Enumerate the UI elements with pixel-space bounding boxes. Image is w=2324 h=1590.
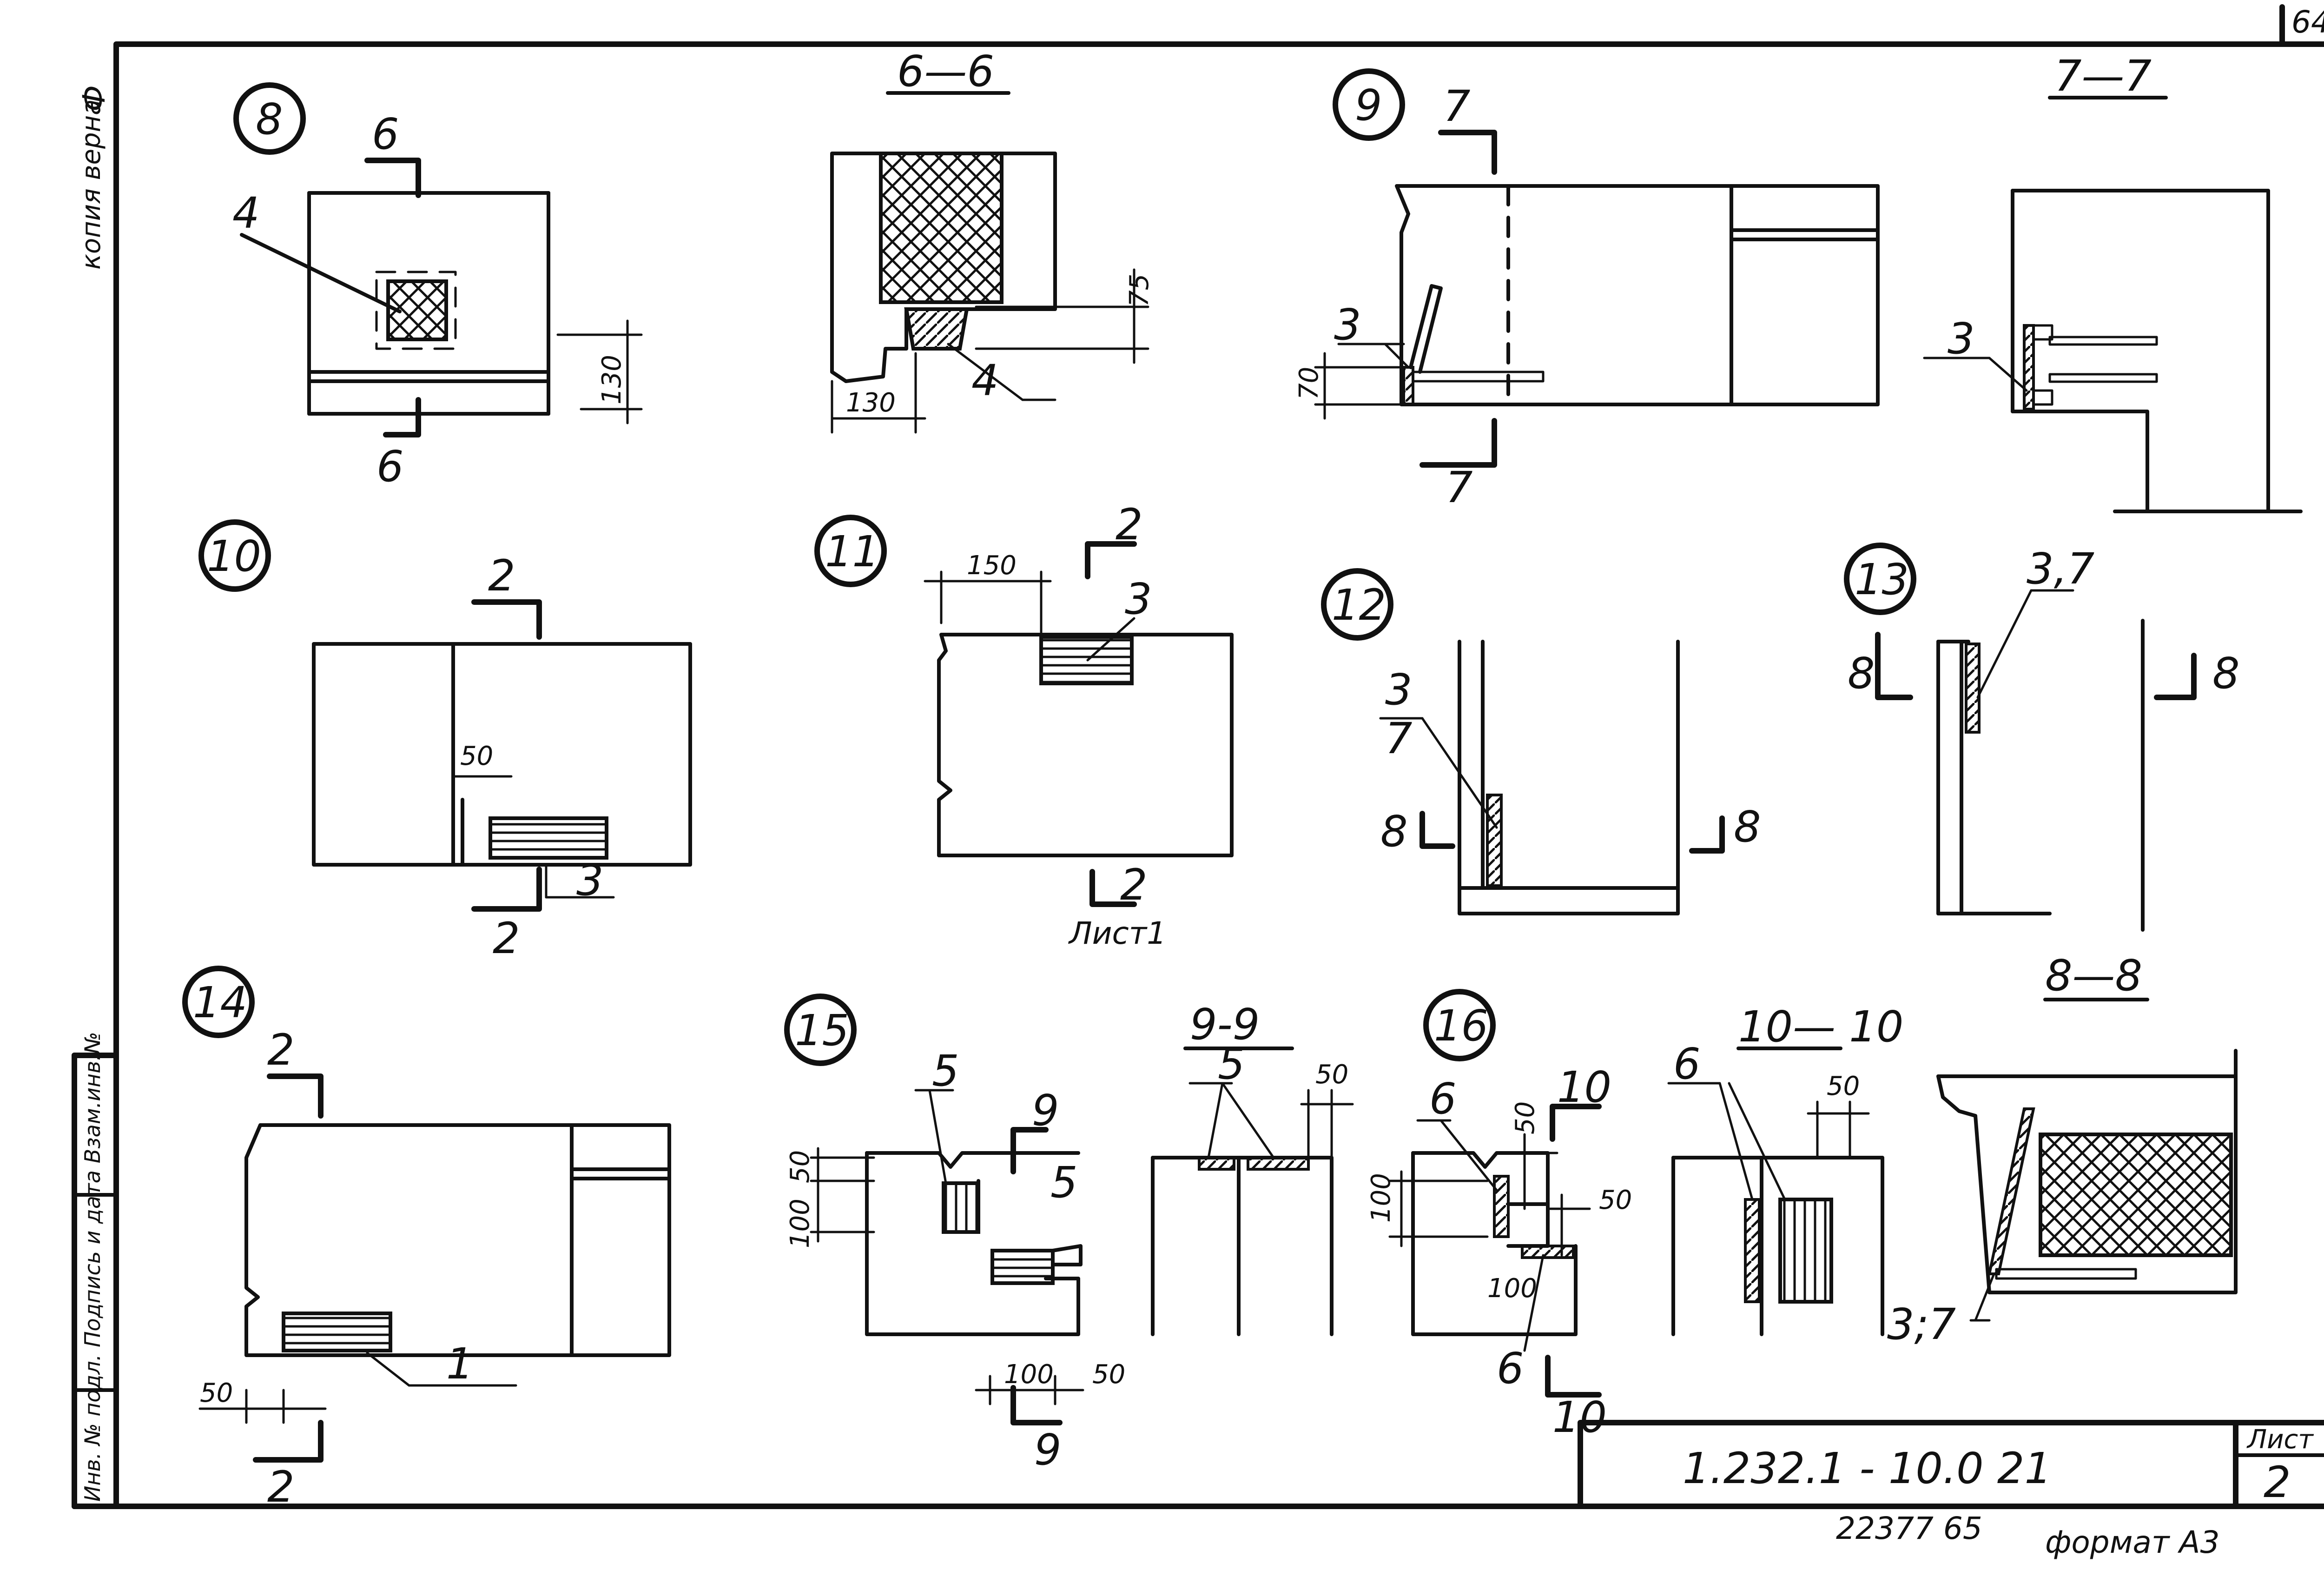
node-10-callout: 3 (576, 855, 604, 905)
section-6-6-title: 6—6 (897, 46, 994, 96)
node-15-cut-top: 9 (1032, 1086, 1059, 1135)
section-9-9-title: 9-9 (1190, 1000, 1260, 1049)
section-6-6-dim-v: 75 (1124, 274, 1155, 307)
node-8-number: 8 (256, 94, 283, 144)
node-14-callout: 1 (446, 1339, 474, 1389)
node-16-dim-a: 50 (1510, 1101, 1540, 1134)
node-16-cut-bottom: 10 (1552, 1392, 1607, 1442)
page-number: 64 (2291, 4, 2324, 40)
node-11-callout: 3 (1125, 574, 1152, 624)
node-15-dim-a: 50 (785, 1150, 815, 1183)
node-16-callout-b: 6 (1497, 1344, 1524, 1393)
node-10-dim: 50 (460, 741, 493, 771)
node-11-dim: 150 (967, 550, 1017, 581)
node-9-callout: 3 (1334, 300, 1361, 350)
node-12-drawing (1321, 568, 1725, 915)
node-12-cut-right: 8 (1734, 802, 1761, 852)
node-11-number: 11 (825, 527, 879, 576)
node-15-number: 15 (795, 1006, 849, 1055)
copy-stamp-initials: Ф (76, 85, 112, 112)
sheet-number: 2 (2264, 1458, 2291, 1507)
section-9-9-dim: 50 (1315, 1060, 1348, 1090)
node-15-cut-bottom: 9 (1034, 1425, 1062, 1475)
node-16-number: 16 (1434, 1001, 1488, 1051)
node-8-callout: 4 (232, 188, 260, 238)
node-16-cut-top: 10 (1557, 1062, 1611, 1112)
sheet-frame (72, 4, 2324, 1509)
node-8-cut-top: 6 (372, 109, 399, 159)
node-10-cut-top: 2 (488, 551, 515, 601)
node-13-cut-right: 8 (2212, 649, 2240, 698)
node-10-drawing (198, 519, 692, 912)
section-8-8-title: 8—8 (2045, 951, 2142, 1000)
section-10-10-title: 10— 10 (1738, 1002, 1903, 1052)
node-8-dim: 130 (597, 355, 627, 404)
section-6-6-dim-h: 130 (846, 388, 896, 418)
node-13-drawing (1844, 543, 2197, 932)
node-14-number: 14 (193, 978, 247, 1027)
node-8-cut-bottom: 6 (376, 442, 404, 491)
copy-stamp: копия верна (76, 99, 106, 270)
node-15-dim-c: 100 (1004, 1359, 1054, 1390)
section-10-10-drawing (1667, 1047, 1884, 1336)
node-13-callout: 3,7 (2027, 544, 2094, 594)
node-16-dim-b: 100 (1366, 1173, 1396, 1223)
node-13-cut-left: 8 (1848, 649, 1875, 698)
node-15-drawing (784, 994, 1084, 1425)
node-16-dim-d: 100 (1487, 1273, 1537, 1304)
node-9-cut-top: 7 (1443, 81, 1471, 131)
section-7-7-callout: 3 (1948, 314, 1975, 364)
node-15-callout-b: 5 (1050, 1158, 1078, 1207)
section-8-8-drawing (1936, 998, 2238, 1322)
node-12-callout-b: 7 (1385, 714, 1413, 763)
section-6-6-callout: 4 (971, 356, 999, 405)
node-9-cut-bottom: 7 (1446, 463, 1473, 512)
footer-numbers: 22377 65 (1836, 1510, 1982, 1546)
node-11-cut-top: 2 (1116, 500, 1143, 550)
node-16-drawing (1388, 989, 1602, 1398)
node-11-cut-bottom: 2 (1120, 860, 1148, 910)
node-12-callout-a: 3 (1385, 665, 1413, 715)
sheet-label: Лист (2246, 1424, 2314, 1455)
node-8-drawing (233, 82, 643, 437)
node-9-drawing (1314, 68, 1880, 468)
node-10-number: 10 (207, 531, 261, 581)
node-16-callout-a: 6 (1429, 1074, 1457, 1124)
node-9-number: 9 (1355, 80, 1382, 130)
format-label: формат А3 (2045, 1524, 2220, 1560)
node-13-number: 13 (1855, 555, 1909, 604)
node-10-cut-bottom: 2 (493, 914, 520, 963)
node-14-cut-top: 2 (267, 1025, 295, 1075)
section-8-8-callout: 3;7 (1887, 1299, 1956, 1349)
section-9-9-drawing (1151, 1047, 1354, 1336)
node-15-dim-b: 100 (785, 1199, 815, 1248)
section-9-9-callout: 5 (1218, 1039, 1245, 1089)
node-14-drawing (182, 966, 671, 1463)
node-12-cut-left: 8 (1380, 807, 1408, 856)
drawing-code: 1.232.1 - 10.0 21 (1683, 1444, 2052, 1493)
node-14-dim: 50 (200, 1378, 233, 1408)
node-14-cut-bottom: 2 (267, 1462, 295, 1512)
node-16-dim-c: 50 (1599, 1185, 1632, 1215)
title-block (1578, 1420, 2324, 1509)
node-15-dim-d: 50 (1092, 1359, 1125, 1390)
left-column-label: Инв. № подл. Подпись и дата Взам.инв.№ (80, 1032, 105, 1502)
node-9-dim: 70 (1294, 367, 1324, 400)
section-7-7-title: 7—7 (2054, 51, 2152, 101)
section-6-6-drawing (830, 91, 1149, 434)
node-12-number: 12 (1332, 580, 1386, 630)
section-10-10-callout: 6 (1673, 1039, 1701, 1089)
section-7-7-drawing (1923, 96, 2303, 513)
node-11-note: Лист1 (1068, 915, 1166, 951)
node-15-callout-a: 5 (932, 1046, 959, 1096)
section-10-10-dim: 50 (1827, 1071, 1860, 1101)
node-11-drawing (814, 515, 1234, 907)
